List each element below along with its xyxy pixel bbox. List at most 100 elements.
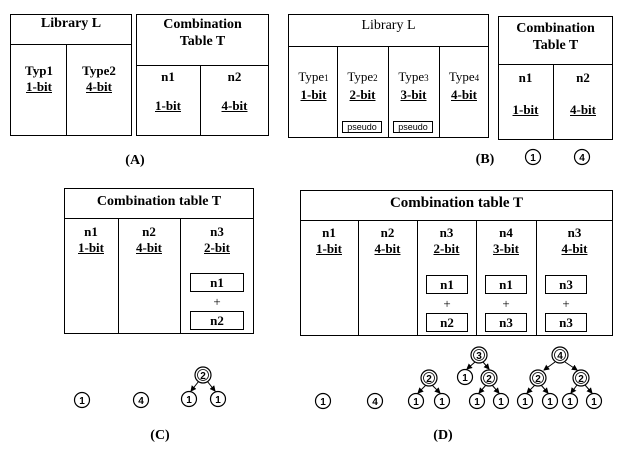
divider	[66, 44, 67, 136]
panel-c-col2-bits: 4-bit	[136, 240, 162, 255]
divider	[337, 46, 338, 138]
panel-d-col4-bits: 3-bit	[493, 241, 519, 256]
svg-text:4: 4	[579, 153, 585, 164]
panel-c-tree-leaf: 1	[180, 390, 198, 408]
panel-d-combo1-op: +	[443, 296, 451, 311]
panel-d-t4-right-node: 2	[572, 369, 590, 387]
panel-a-table-box	[136, 14, 269, 136]
panel-d-t3-right-node: 2	[480, 369, 498, 387]
panel-a-col2-name: n2	[227, 69, 242, 84]
svg-text:1: 1	[498, 397, 504, 408]
divider	[476, 220, 477, 336]
svg-text:1: 1	[474, 397, 480, 408]
panel-c-table-box	[64, 188, 254, 334]
panel-c-combo-b: n2	[190, 311, 244, 330]
panel-d-t3-left-leaf: 1	[456, 368, 474, 386]
panel-a-table-title-line1: Combination	[163, 17, 242, 32]
svg-text:2: 2	[486, 374, 492, 385]
divider	[64, 218, 254, 219]
panel-d-t4-leaf: 1	[561, 392, 579, 410]
panel-d-col3-bits: 2-bit	[433, 241, 460, 256]
panel-a-caption: (A)	[125, 153, 145, 168]
panel-d-combo3-b: n3	[545, 313, 587, 332]
divider	[358, 220, 359, 336]
panel-b-pseudo-tag-3	[393, 121, 433, 133]
panel-b-table-box	[498, 16, 613, 140]
panel-d-t4-root: 4	[551, 346, 569, 364]
svg-text:1: 1	[186, 395, 192, 406]
panel-d-t3-leaf: 1	[492, 392, 510, 410]
divider	[10, 44, 132, 45]
panel-a-col1-name: n1	[161, 69, 175, 84]
panel-b-type3-bits: 3-bit	[400, 87, 427, 102]
divider	[536, 220, 537, 336]
panel-b-caption: (B)	[475, 152, 495, 167]
panel-b-library-title: Library L	[361, 18, 416, 33]
panel-c-node-4: 4	[132, 391, 150, 409]
panel-a-library-title: Library L	[40, 16, 102, 31]
panel-b-node-1: 1	[524, 148, 542, 166]
panel-d-col1-bits: 1-bit	[316, 241, 342, 256]
panel-b-type1-bits: 1-bit	[300, 87, 327, 102]
svg-text:4: 4	[138, 396, 144, 407]
panel-d-node-1: 1	[314, 392, 332, 410]
panel-c-node-1: 1	[73, 391, 91, 409]
panel-d-caption: (D)	[433, 428, 453, 443]
svg-text:4: 4	[372, 397, 378, 408]
panel-a-library-box	[10, 14, 132, 136]
panel-d-col5-name: n3	[567, 225, 582, 240]
svg-text:1: 1	[567, 397, 573, 408]
panel-b-pseudo-label-2: pseudo	[347, 122, 377, 132]
panel-c-tree-root: 2	[194, 366, 212, 384]
divider	[388, 46, 389, 138]
panel-d-t3-root: 3	[470, 346, 488, 364]
panel-a-type1-bits: 1-bit	[26, 79, 52, 94]
panel-c-combo-a: n1	[190, 273, 244, 292]
panel-b-table-title-line2: Table T	[532, 38, 579, 53]
divider	[439, 46, 440, 138]
panel-a-type2-name: Type2	[82, 63, 116, 78]
divider	[498, 64, 613, 65]
panel-b-type1-name: Type1	[298, 69, 329, 84]
panel-a-table-title-line2: Table T	[179, 34, 226, 49]
divider	[136, 65, 269, 66]
panel-b-col1-bits: 1-bit	[512, 102, 539, 117]
panel-d-combo1-a: n1	[426, 275, 468, 294]
panel-b-pseudo-tag-2	[342, 121, 382, 133]
divider	[417, 220, 418, 336]
panel-d-t2-root: 2	[420, 369, 438, 387]
panel-b-type4-bits: 4-bit	[451, 87, 477, 102]
panel-c-col2-name: n2	[142, 224, 156, 239]
panel-b-type3-name: Type3	[398, 69, 429, 84]
panel-d-combo1-b: n2	[426, 313, 468, 332]
svg-text:2: 2	[200, 371, 206, 382]
panel-d-combo2-op: +	[502, 296, 510, 311]
panel-c-col3-bits: 2-bit	[204, 240, 230, 255]
panel-b-table-title-line1: Combination	[516, 21, 595, 36]
svg-text:2: 2	[426, 374, 432, 385]
panel-d-t3-leaf: 1	[468, 392, 486, 410]
svg-text:4: 4	[557, 351, 563, 362]
panel-b-node-4: 4	[573, 148, 591, 166]
panel-c-col1-bits: 1-bit	[78, 240, 104, 255]
panel-d-combo2-a: n1	[485, 275, 527, 294]
panel-c-combo-op: +	[213, 294, 221, 309]
panel-c-col3-name: n3	[210, 224, 224, 239]
panel-c-tree-leaf: 1	[209, 390, 227, 408]
divider	[300, 220, 613, 221]
svg-text:1: 1	[530, 153, 536, 164]
panel-b-type2-bits: 2-bit	[349, 87, 376, 102]
panel-d-col1-name: n1	[322, 225, 336, 240]
panel-d-col4-name: n4	[499, 225, 513, 240]
panel-d-col3-name: n3	[439, 225, 454, 240]
panel-d-t2-leaf: 1	[433, 392, 451, 410]
panel-d-combo3-op: +	[562, 296, 570, 311]
panel-b-col1-name: n1	[518, 70, 533, 85]
divider	[118, 218, 119, 334]
panel-d-table-title: Combination table T	[389, 195, 524, 211]
svg-text:2: 2	[535, 374, 541, 385]
svg-text:1: 1	[413, 397, 419, 408]
panel-d-col5-bits: 4-bit	[561, 241, 588, 256]
svg-text:1: 1	[591, 397, 597, 408]
